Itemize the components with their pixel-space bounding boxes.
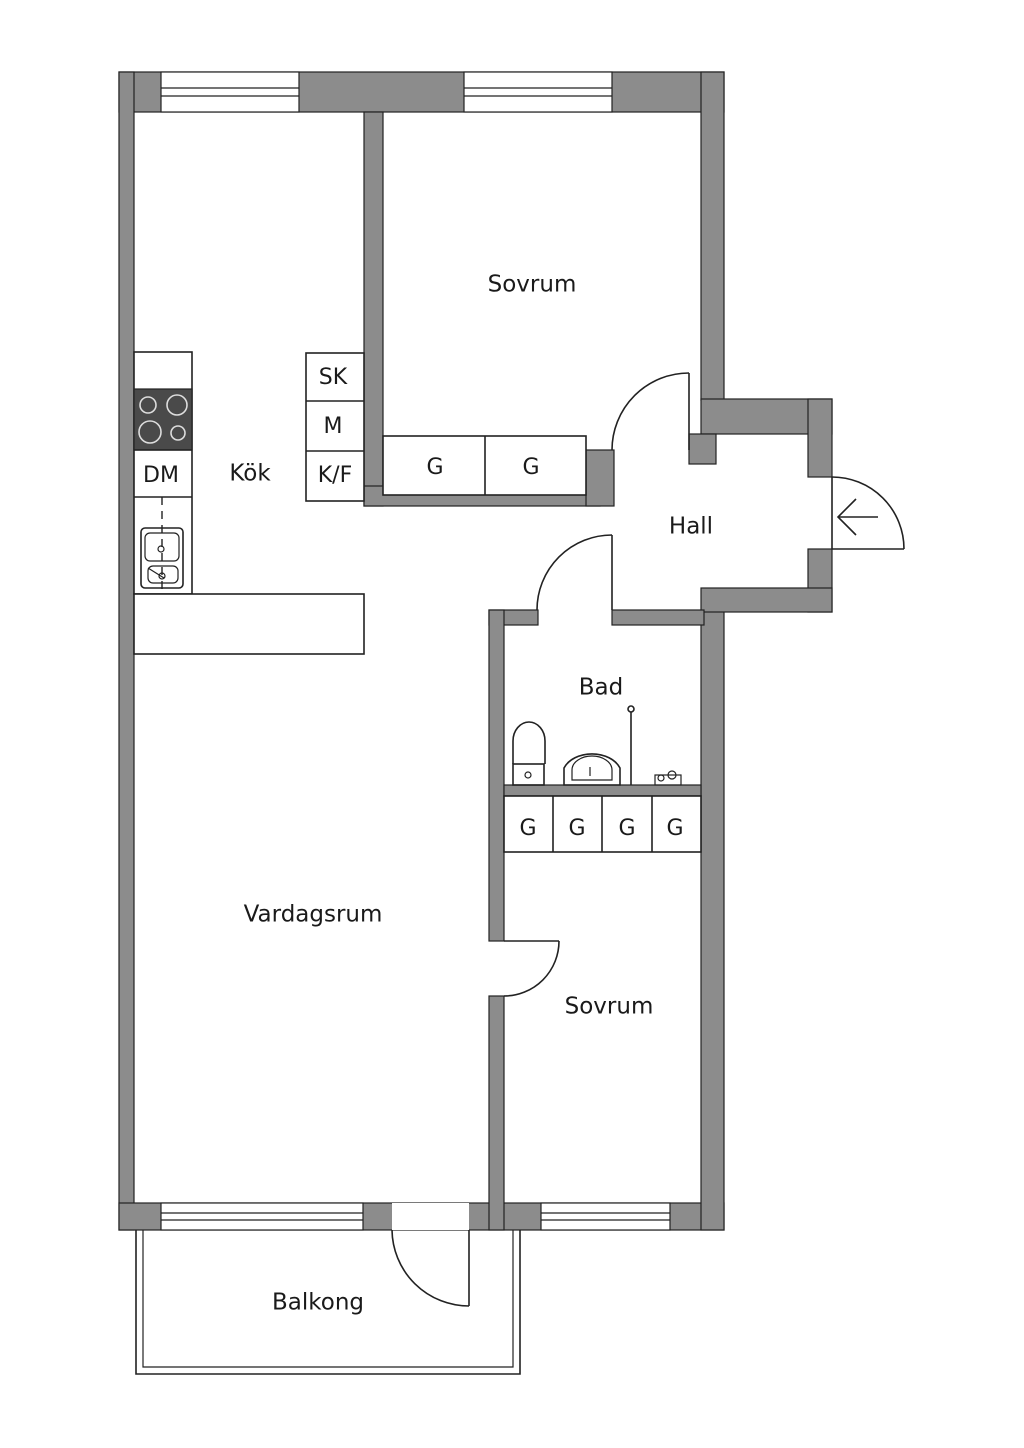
door-bedroom-bottom xyxy=(503,940,560,997)
window-top-left xyxy=(160,71,300,113)
bath-fixtures xyxy=(512,705,682,786)
room-label-hall: Hall xyxy=(669,514,713,540)
wardrobe-label: G xyxy=(519,816,536,841)
room-label-vardagsrum: Vardagsrum xyxy=(244,902,383,928)
wall-bath-bottom xyxy=(503,784,702,797)
wall-bath-top-right xyxy=(611,609,705,626)
stove-icon xyxy=(133,388,193,451)
door-balcony xyxy=(391,1229,470,1307)
wall-hall-right-upper xyxy=(807,398,833,478)
balcony xyxy=(135,1230,521,1375)
windows xyxy=(160,71,671,1231)
wardrobes xyxy=(382,435,702,853)
wardrobe-label: G xyxy=(666,816,683,841)
door-entrance xyxy=(831,476,905,550)
wall-right-lower xyxy=(700,609,725,1231)
appliance-column xyxy=(305,352,365,502)
faucet-icon xyxy=(654,770,682,786)
wall-left xyxy=(118,71,135,1231)
window-top-right xyxy=(463,71,613,113)
wardrobe-label: G xyxy=(426,455,443,480)
wall-bath-left xyxy=(488,609,505,942)
entrance-arrow-icon xyxy=(836,498,878,536)
wardrobe-label: G xyxy=(522,455,539,480)
wall-bedroom-door-jamb xyxy=(585,449,615,507)
wall-hall-bottom xyxy=(700,587,833,613)
shower-icon xyxy=(627,705,635,785)
room-label-balkong: Balkong xyxy=(272,1290,364,1316)
wall-bedroom2-left xyxy=(488,995,505,1231)
fixture-label-kf: K/F xyxy=(318,463,353,488)
room-label-sovrum-top: Sovrum xyxy=(488,272,577,298)
wardrobe-label: G xyxy=(618,816,635,841)
wall-kitchen-bedroom xyxy=(363,111,384,507)
kitchen-fixtures xyxy=(133,351,365,655)
fixture-label-dm: DM xyxy=(143,463,179,488)
window-bottom-right xyxy=(540,1202,671,1231)
doors xyxy=(391,372,905,1307)
room-label-sovrum-bottom: Sovrum xyxy=(565,994,654,1020)
fixture-label-sk: SK xyxy=(319,365,348,390)
labels: Sovrum Kök Hall Bad Vardagsrum Sovrum Ba… xyxy=(143,272,713,1316)
fixture-label-m: M xyxy=(324,414,343,439)
wardrobe-label: G xyxy=(568,816,585,841)
wall-right-upper xyxy=(700,71,725,401)
door-bedroom-top xyxy=(611,372,690,451)
door-bath xyxy=(536,534,613,611)
room-label-bad: Bad xyxy=(579,675,623,701)
kitchen-island xyxy=(133,593,365,655)
room-label-kok: Kök xyxy=(229,461,271,487)
washbasin-icon xyxy=(563,753,621,786)
balcony-door-opening xyxy=(392,1203,469,1230)
window-bottom-left xyxy=(160,1202,364,1231)
wall-bedroom-hall-stub xyxy=(688,433,717,465)
toilet-icon xyxy=(512,721,546,786)
